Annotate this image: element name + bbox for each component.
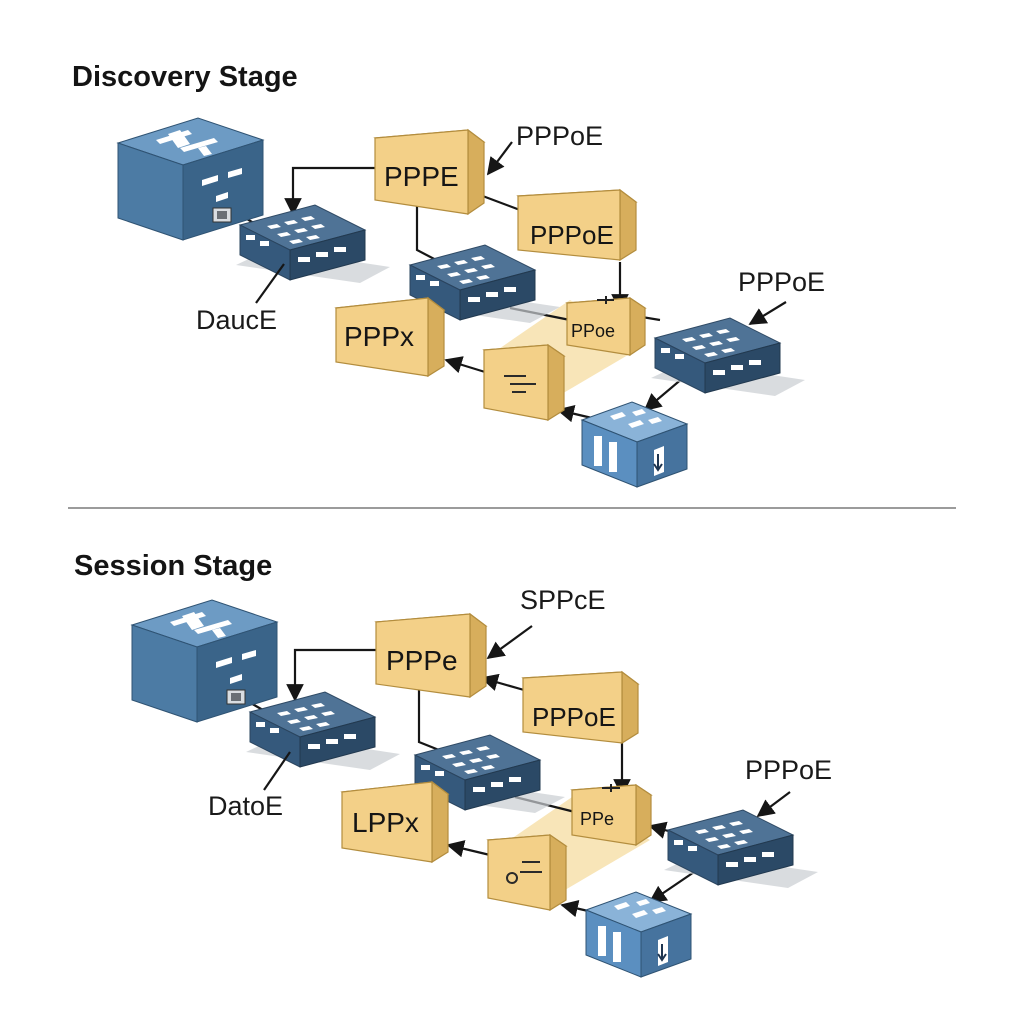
wire [480,673,525,692]
box-label: PPPoE [532,702,616,732]
box-label: PPPx [344,321,414,352]
packet-box-icon: PPe [570,783,653,847]
callout-label: PPPoE [745,755,832,785]
router-icon [585,891,692,978]
packet-box-icon: PPPx [334,296,446,378]
packet-box-icon: PPoe [565,296,647,357]
wire [479,193,521,212]
wire [286,648,378,702]
wire [284,166,375,216]
callout-arrow [263,751,291,791]
session-stage: Session Stage PPPe PPPoE [74,550,832,978]
callout-label: DatoE [208,791,283,821]
callout-label: PPPoE [516,121,603,151]
callout-arrow [486,625,533,660]
stage-title: Session Stage [74,550,272,582]
box-label: PPe [580,809,614,829]
router-icon [581,401,688,488]
wire [417,682,445,754]
wire [444,356,486,374]
wire [446,840,491,858]
server-icon [117,117,264,241]
callout-arrow [748,301,787,325]
packet-box-icon: PPPe [374,612,488,699]
box-label: PPPE [384,161,459,192]
packet-box-icon: LPPx [340,780,450,864]
wire [556,405,593,423]
box-label: PPPe [386,645,458,676]
callout-arrow [756,791,791,818]
packet-box-icon: PPPoE [516,188,638,262]
packet-box-icon: PPPoE [521,670,640,745]
discovery-stage: Discovery Stage PPPE [72,61,825,488]
box-label: PPPoE [530,220,614,250]
callout-label: SPPcE [520,585,606,615]
callout-label: PPPoE [738,267,825,297]
callout-arrow [255,263,285,304]
packet-box-icon: PPPE [373,128,486,216]
wire [415,200,441,263]
stage-title: Discovery Stage [72,61,298,93]
box-label: PPoe [571,321,615,341]
box-label: LPPx [352,807,419,838]
packet-box-icon [486,833,568,912]
server-icon [131,599,278,723]
callout-label: DaucE [196,305,277,335]
switch-icon [245,691,401,771]
packet-box-icon [482,343,566,422]
callout-arrow [486,141,513,176]
